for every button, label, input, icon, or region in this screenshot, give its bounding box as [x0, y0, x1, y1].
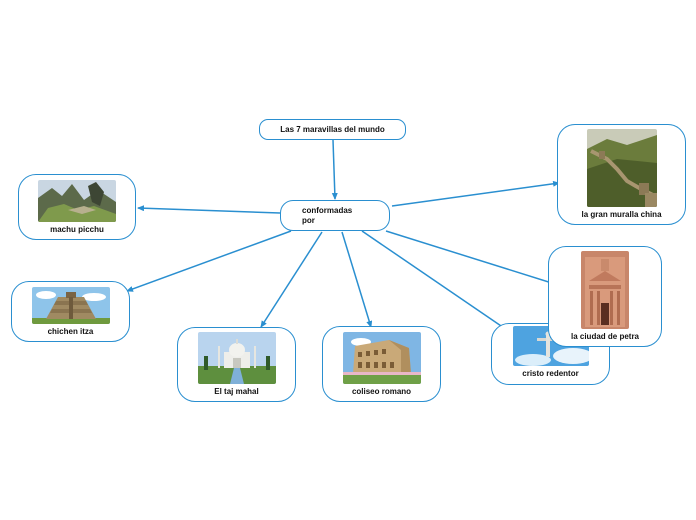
- edge-conf-machu: [137, 205, 281, 214]
- wonder-node-machu-picchu[interactable]: machu picchu: [18, 174, 136, 240]
- root-topic-node[interactable]: Las 7 maravillas del mundo: [259, 119, 406, 140]
- connector-node[interactable]: conformadas por: [280, 200, 390, 231]
- great-wall-photo: [586, 129, 657, 207]
- colosseum-photo: [342, 331, 421, 384]
- pyramid-photo: [31, 286, 110, 324]
- wonder-label: chichen itza: [47, 326, 94, 336]
- connector-label: conformadas por: [302, 205, 353, 225]
- edge-conf-coliseo: [341, 231, 373, 328]
- carved-temple-photo: [581, 251, 629, 329]
- wonder-label: El taj mahal: [214, 387, 259, 396]
- taj-mahal-photo: [197, 332, 276, 384]
- edge-conf-muralla: [391, 180, 560, 207]
- wonder-node-chichen-itza[interactable]: chichen itza: [11, 281, 130, 342]
- edge-conf-cristo: [361, 230, 508, 331]
- wonder-node-taj-mahal[interactable]: El taj mahal: [177, 327, 296, 402]
- mountain-ruins-photo: [38, 179, 116, 222]
- edge-conf-taj: [260, 231, 323, 328]
- edge-conf-chichen: [126, 230, 292, 292]
- wonder-label: machu picchu: [50, 224, 104, 234]
- wonder-node-ciudad-de-petra[interactable]: la ciudad de petra: [548, 246, 662, 347]
- wonder-label: coliseo romano: [351, 386, 412, 396]
- wonder-node-coliseo-romano[interactable]: coliseo romano: [322, 326, 441, 402]
- edge-root-conf: [331, 139, 338, 200]
- wonder-node-gran-muralla-china[interactable]: la gran muralla china: [557, 124, 686, 225]
- wonder-label: la ciudad de petra: [570, 332, 640, 341]
- root-topic-label: Las 7 maravillas del mundo: [280, 124, 385, 134]
- wonder-label: la gran muralla china: [581, 210, 662, 219]
- wonder-label: cristo redentor: [522, 369, 579, 378]
- edge-conf-petra: [385, 230, 556, 286]
